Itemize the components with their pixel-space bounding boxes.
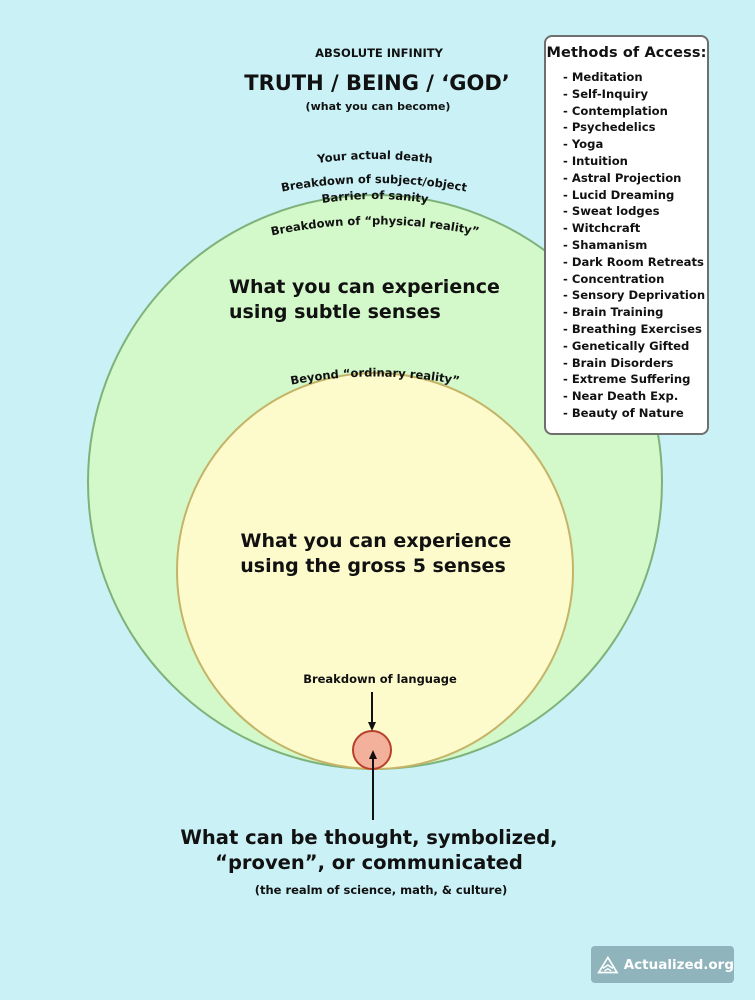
death-arc-label: Your actual death — [315, 148, 433, 166]
method-item: - Sweat lodges — [563, 204, 660, 219]
gross-senses-line2: using the gross 5 senses — [240, 555, 506, 577]
method-item: - Lucid Dreaming — [563, 187, 675, 202]
gross-senses-line1: What you can experience — [241, 530, 512, 552]
method-item: - Meditation — [563, 70, 643, 84]
method-item: - Psychedelics — [563, 120, 656, 135]
method-item: - Dark Room Retreats — [563, 254, 704, 269]
method-item: - Contemplation — [563, 103, 668, 118]
thought-line2: “proven”, or communicated — [215, 851, 523, 874]
science-caption: (the realm of science, math, & culture) — [255, 883, 508, 897]
truth-heading: TRUTH / BEING / ‘GOD’ — [244, 71, 509, 95]
method-item: - Astral Projection — [563, 170, 682, 185]
method-item: - Near Death Exp. — [563, 389, 679, 404]
method-item: - Intuition — [563, 153, 628, 168]
method-item: - Sensory Deprivation — [563, 288, 706, 303]
triangle-logo-icon — [597, 955, 619, 973]
subtle-senses-line2: using subtle senses — [229, 301, 441, 323]
subtle-senses-line1: What you can experience — [229, 276, 500, 298]
thought-line1: What can be thought, symbolized, — [180, 826, 557, 849]
brand-label: Actualized.org — [623, 956, 734, 973]
method-item: - Concentration — [563, 271, 665, 286]
method-item: - Brain Training — [563, 305, 664, 320]
method-item: - Brain Disorders — [563, 355, 674, 370]
method-item: - Shamanism — [563, 237, 648, 252]
language-label: Breakdown of language — [303, 672, 457, 686]
method-item: - Beauty of Nature — [563, 405, 684, 420]
method-item: - Witchcraft — [563, 221, 641, 236]
methods-title: Methods of Access: — [546, 45, 707, 61]
methods-list: - Meditation - Self-Inquiry - Contemplatio… — [546, 69, 707, 422]
method-item: - Breathing Exercises — [563, 321, 702, 336]
sanity-arc-label: Barrier of sanity — [321, 188, 430, 206]
method-item: - Self-Inquiry — [563, 86, 649, 101]
absolute-infinity-label: ABSOLUTE INFINITY — [315, 46, 443, 60]
actualized-badge[interactable]: Actualized.org — [591, 946, 734, 983]
method-item: - Extreme Suffering — [563, 372, 691, 387]
method-item: - Genetically Gifted — [563, 338, 690, 353]
become-subtitle: (what you can become) — [306, 100, 451, 113]
method-item: - Yoga — [563, 137, 604, 152]
methods-of-access-box: Methods of Access: - Meditation - Self-In… — [544, 35, 709, 435]
